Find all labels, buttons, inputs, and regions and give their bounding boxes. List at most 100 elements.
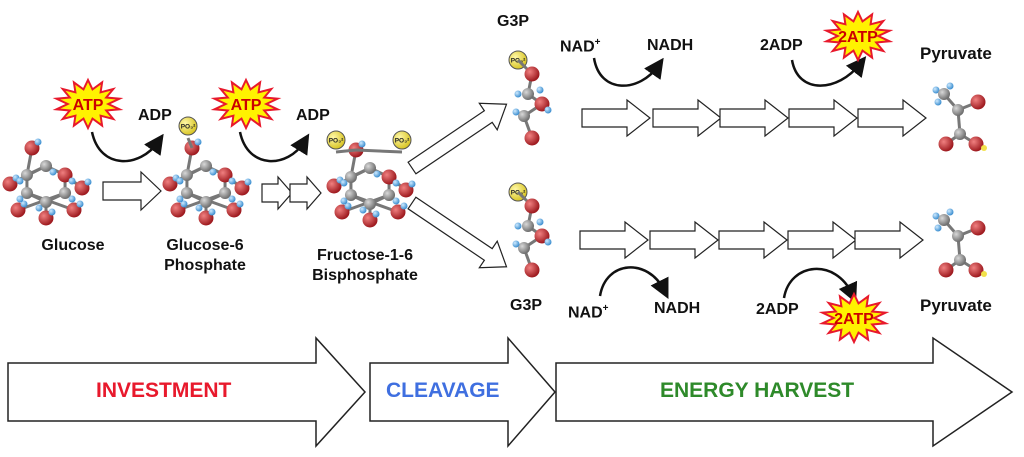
hydrogen-atom — [946, 208, 954, 216]
carbon-atom — [383, 189, 396, 201]
adp-label-2: ADP — [296, 107, 330, 124]
carbon-atom — [180, 169, 193, 181]
carbon-atom — [20, 169, 33, 181]
g3p-label-top: G3P — [497, 13, 530, 30]
carbon-atom — [522, 88, 534, 100]
carbon-atom — [952, 104, 964, 116]
atp-starburst-1 — [52, 77, 124, 131]
phosphate-glyph: PO₃² — [181, 124, 196, 131]
carbon-atom — [954, 254, 966, 266]
hydrogen-atom — [934, 98, 942, 106]
oxygen-atom — [970, 94, 986, 110]
hydrogen-atom — [68, 177, 76, 185]
split-arrow-up — [407, 102, 508, 175]
hydrogen-atom — [194, 138, 202, 146]
hydrogen-atom — [176, 195, 184, 203]
hydrogen-atom — [340, 197, 348, 205]
bond — [335, 148, 357, 154]
atp-starburst-4 — [818, 291, 890, 345]
hydrogen-atom — [932, 212, 940, 220]
process-arrow-f6p-to-f16bp — [289, 175, 322, 211]
hydrogen-atom — [48, 208, 56, 216]
nad-label-bottom: NAD+ — [568, 303, 609, 322]
starburst-shape — [210, 77, 282, 131]
f16bp-label: Fructose-1-6 Bisphosphate — [300, 246, 430, 286]
carbon-atom — [344, 171, 357, 183]
hydrogen-atom — [512, 240, 520, 248]
hydrogen-atom — [359, 206, 367, 214]
bottom-pathway-arrows — [579, 220, 924, 260]
hydrogen-atom — [400, 202, 408, 210]
g3p-molecule-top: PO₃² — [508, 50, 552, 146]
hydrogen-atom — [340, 179, 348, 187]
adp2-label-bottom: 2ADP — [756, 301, 799, 318]
hydrogen-atom — [932, 86, 940, 94]
hydrogen-atom — [20, 200, 28, 208]
hydrogen-atom — [358, 140, 366, 148]
hydrogen-atom — [35, 204, 43, 212]
g3p-molecule-bottom: PO₃² — [508, 182, 552, 278]
phase-arrow-cleavage — [369, 335, 556, 449]
starburst-shape — [818, 291, 890, 345]
adp-label-1: ADP — [138, 107, 172, 124]
carbon-atom — [364, 198, 376, 210]
phosphate-glyph: PO₃² — [395, 138, 410, 145]
hydrogen-atom — [392, 179, 400, 187]
oxygen-atom — [57, 167, 73, 183]
hydrogen-atom — [49, 168, 57, 176]
hydrogen-atom — [946, 82, 954, 90]
pyruvate-label-top: Pyruvate — [920, 44, 992, 63]
hydrogen-atom — [209, 168, 217, 176]
carbon-atom — [364, 162, 376, 174]
glucose-6-phosphate-molecule: PO₃² — [162, 116, 252, 226]
hydrogen-atom — [514, 90, 522, 98]
charge-mark — [981, 145, 987, 151]
pyruvate-label-bottom: Pyruvate — [920, 296, 992, 315]
g6p-label-line2: Phosphate — [164, 257, 246, 274]
oxygen-atom — [217, 167, 233, 183]
charge-mark — [981, 271, 987, 277]
atp-starburst-3 — [822, 9, 894, 63]
carbon-atom — [200, 196, 212, 208]
carbon-atom — [20, 187, 33, 199]
curved-arrow-atp-adp-2 — [238, 131, 310, 163]
hydrogen-atom — [34, 138, 42, 146]
oxygen-atom — [970, 220, 986, 236]
hydrogen-atom — [68, 195, 76, 203]
atp-starburst-2 — [210, 77, 282, 131]
atp-label-1: ATP — [73, 97, 104, 114]
curved-arrow-nad-nadh-bottom — [598, 266, 669, 299]
f16bp-label-line2: Bisphosphate — [312, 267, 418, 284]
adp2-label-top: 2ADP — [760, 37, 803, 54]
oxygen-atom — [524, 66, 540, 82]
g6p-label: Glucose-6 Phosphate — [150, 236, 260, 276]
oxygen-atom — [938, 136, 954, 152]
hydrogen-atom — [16, 177, 24, 185]
hydrogen-atom — [228, 177, 236, 185]
starburst-shape — [822, 9, 894, 63]
nadh-label-bottom: NADH — [654, 300, 701, 317]
hydrogen-atom — [536, 86, 544, 94]
nadh-label-top: NADH — [647, 37, 694, 54]
nad-label-top: NAD+ — [560, 37, 601, 56]
curved-arrow-nad-nadh-top — [592, 57, 664, 87]
carbon-atom — [518, 110, 530, 122]
split-arrow-down — [407, 196, 508, 269]
hydrogen-atom — [544, 238, 552, 246]
hydrogen-atom — [372, 210, 380, 218]
atp-label-4: 2ATP — [834, 311, 874, 328]
carbon-atom — [200, 160, 212, 172]
carbon-atom — [522, 220, 534, 232]
curved-arrow-adp-atp-top — [790, 56, 867, 87]
hydrogen-atom — [236, 200, 244, 208]
f16bp-label-line1: Fructose-1-6 — [316, 247, 414, 264]
process-arrow-g6p-to-f6p — [261, 175, 293, 211]
hydrogen-atom — [544, 106, 552, 114]
carbon-atom — [59, 187, 72, 199]
hydrogen-atom — [934, 224, 942, 232]
phosphate-group — [326, 130, 346, 150]
phosphate-group — [178, 116, 198, 136]
curved-arrow-atp-adp-1 — [90, 131, 164, 163]
carbon-atom — [938, 88, 950, 100]
